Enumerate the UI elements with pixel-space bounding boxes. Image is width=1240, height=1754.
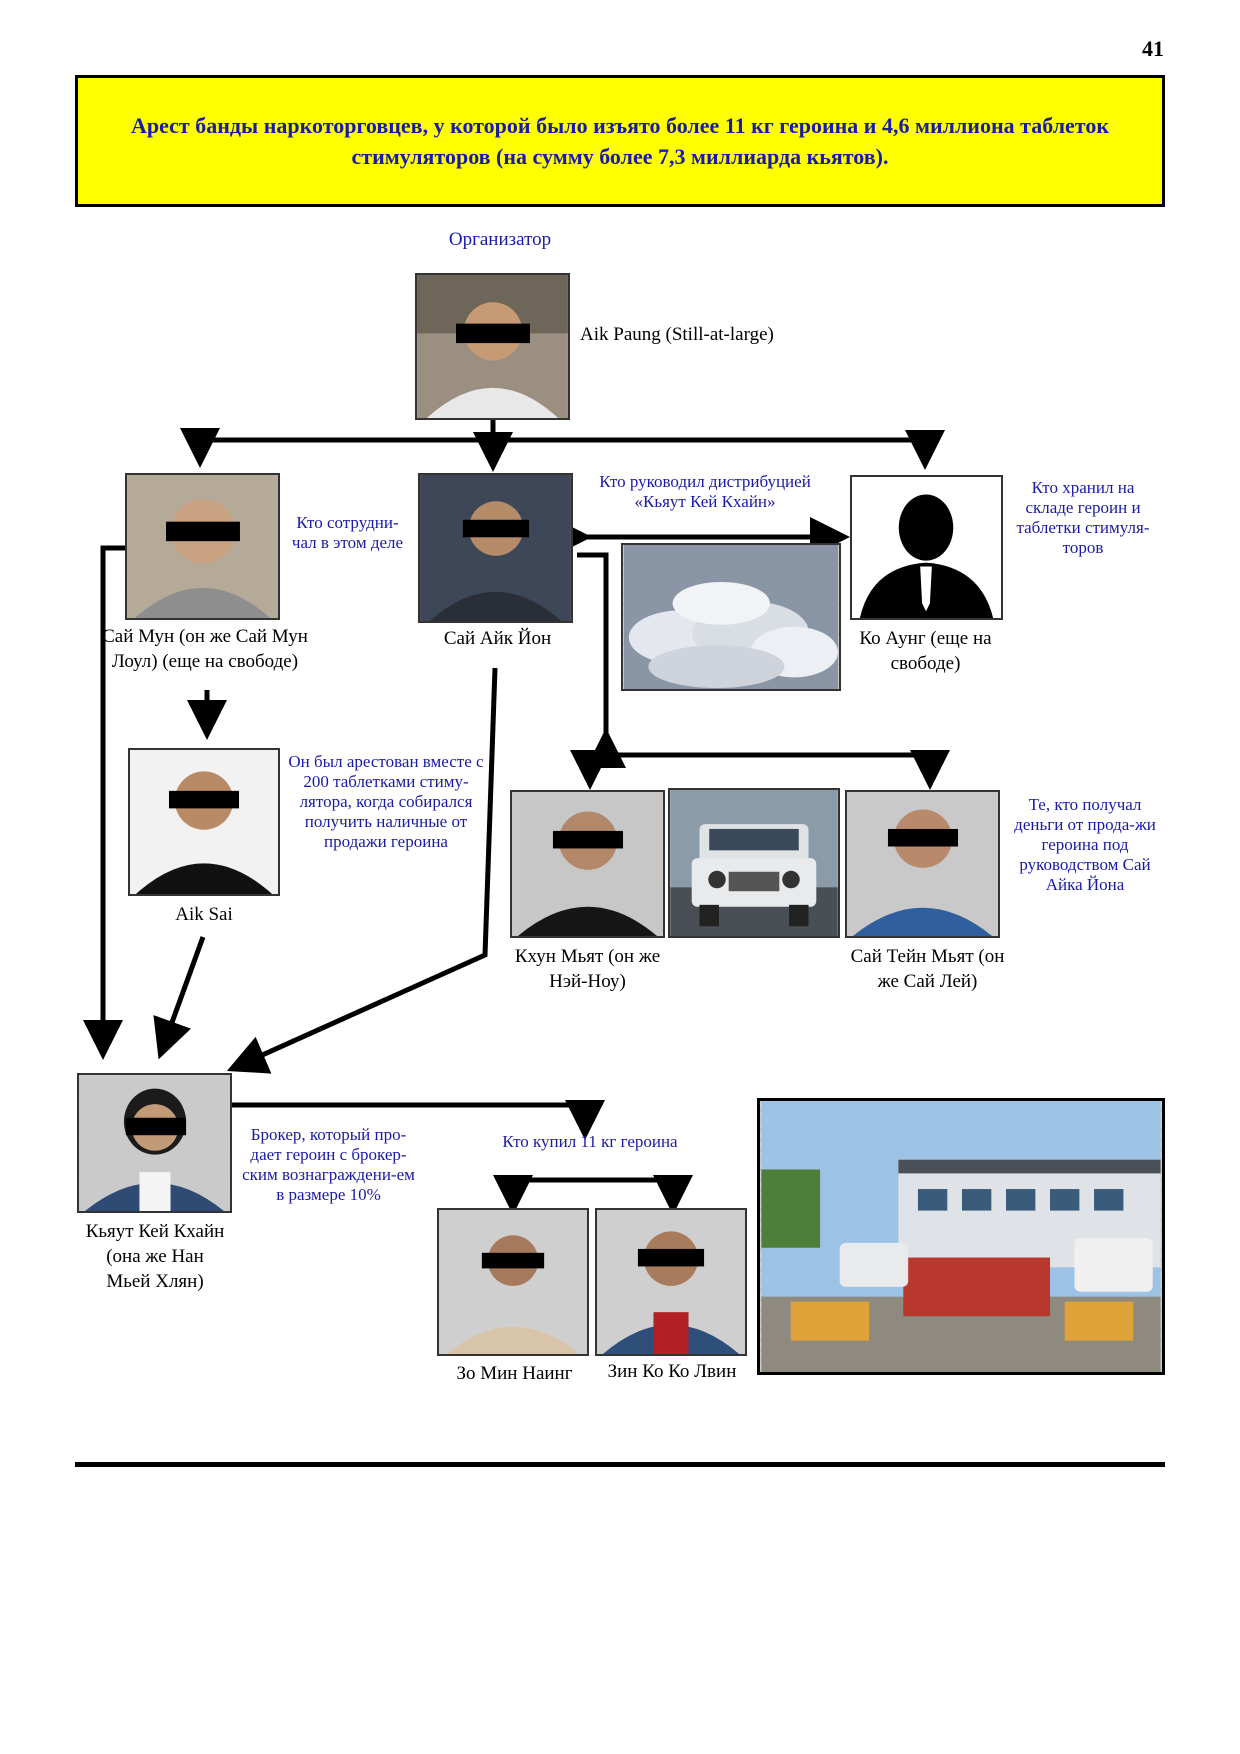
- photo-khun-myat: [510, 790, 665, 938]
- note-arrested: Он был арестован вместе с 200 таблетками…: [288, 752, 484, 851]
- page-title: Арест банды наркоторговцев, у которой бы…: [131, 113, 1109, 169]
- note-distribution: Кто руководил дистрибуцией «Кьяут Кей Кх…: [599, 472, 811, 511]
- photo-seized-sacks: [621, 543, 841, 691]
- organizer-label: Организатор: [448, 229, 552, 250]
- note-broker: Брокер, который про-дает героин с брокер…: [242, 1125, 415, 1204]
- photo-ko-aung: [850, 475, 1003, 620]
- caption-sai-mun: Сай Мун (он же Сай Мун Лоул) (еще на сво…: [102, 626, 308, 672]
- photo-sai-tein-myat: [845, 790, 1000, 938]
- caption-sai-aik-yon: Сай Айк Йон: [443, 628, 552, 649]
- note-bought: Кто купил 11 кг героина: [502, 1132, 678, 1151]
- note-money: Те, кто получал деньги от прода-жи герои…: [1014, 795, 1156, 894]
- note-cooperated: Кто сотрудни-чал в этом деле: [291, 513, 404, 552]
- photo-sai-aik-yon: [418, 473, 573, 623]
- photo-aik-sai: [128, 748, 280, 896]
- bottom-divider: [75, 1462, 1165, 1467]
- page-number: 41: [1142, 36, 1164, 61]
- person-silhouette-icon: [852, 477, 1001, 618]
- photo-vehicle: [668, 788, 840, 938]
- caption-kyaut-kei-khain: Кьяут Кей Кхайн (она же Нан Мьей Хлян): [85, 1221, 225, 1292]
- photo-seizure-display: [757, 1098, 1165, 1375]
- note-stored: Кто хранил на складе героин и таблетки с…: [1016, 478, 1150, 557]
- caption-sai-tein-myat: Сай Тейн Мьят (он же Сай Лей): [850, 946, 1005, 992]
- caption-aik-sai: Aik Sai: [175, 904, 233, 925]
- photo-zo-min-naing: [437, 1208, 589, 1356]
- caption-khun-myat: Кхун Мьят (он же Нэй-Ноу): [514, 946, 661, 992]
- caption-zo-min-naing: Зо Мин Наинг: [456, 1363, 573, 1384]
- photo-aik-paung: [415, 273, 570, 420]
- caption-zin-ko-ko-lwin: Зин Ко Ко Лвин: [607, 1361, 737, 1382]
- caption-ko-aung: Ко Аунг (еще на свободе): [859, 628, 992, 674]
- photo-kyaut-kei-khain: [77, 1073, 232, 1213]
- caption-aik-paung: Aik Paung (Still-at-large): [580, 324, 774, 345]
- photo-sai-mun: [125, 473, 280, 620]
- photo-zin-ko-ko-lwin: [595, 1208, 747, 1356]
- title-banner: Арест банды наркоторговцев, у которой бы…: [75, 75, 1165, 207]
